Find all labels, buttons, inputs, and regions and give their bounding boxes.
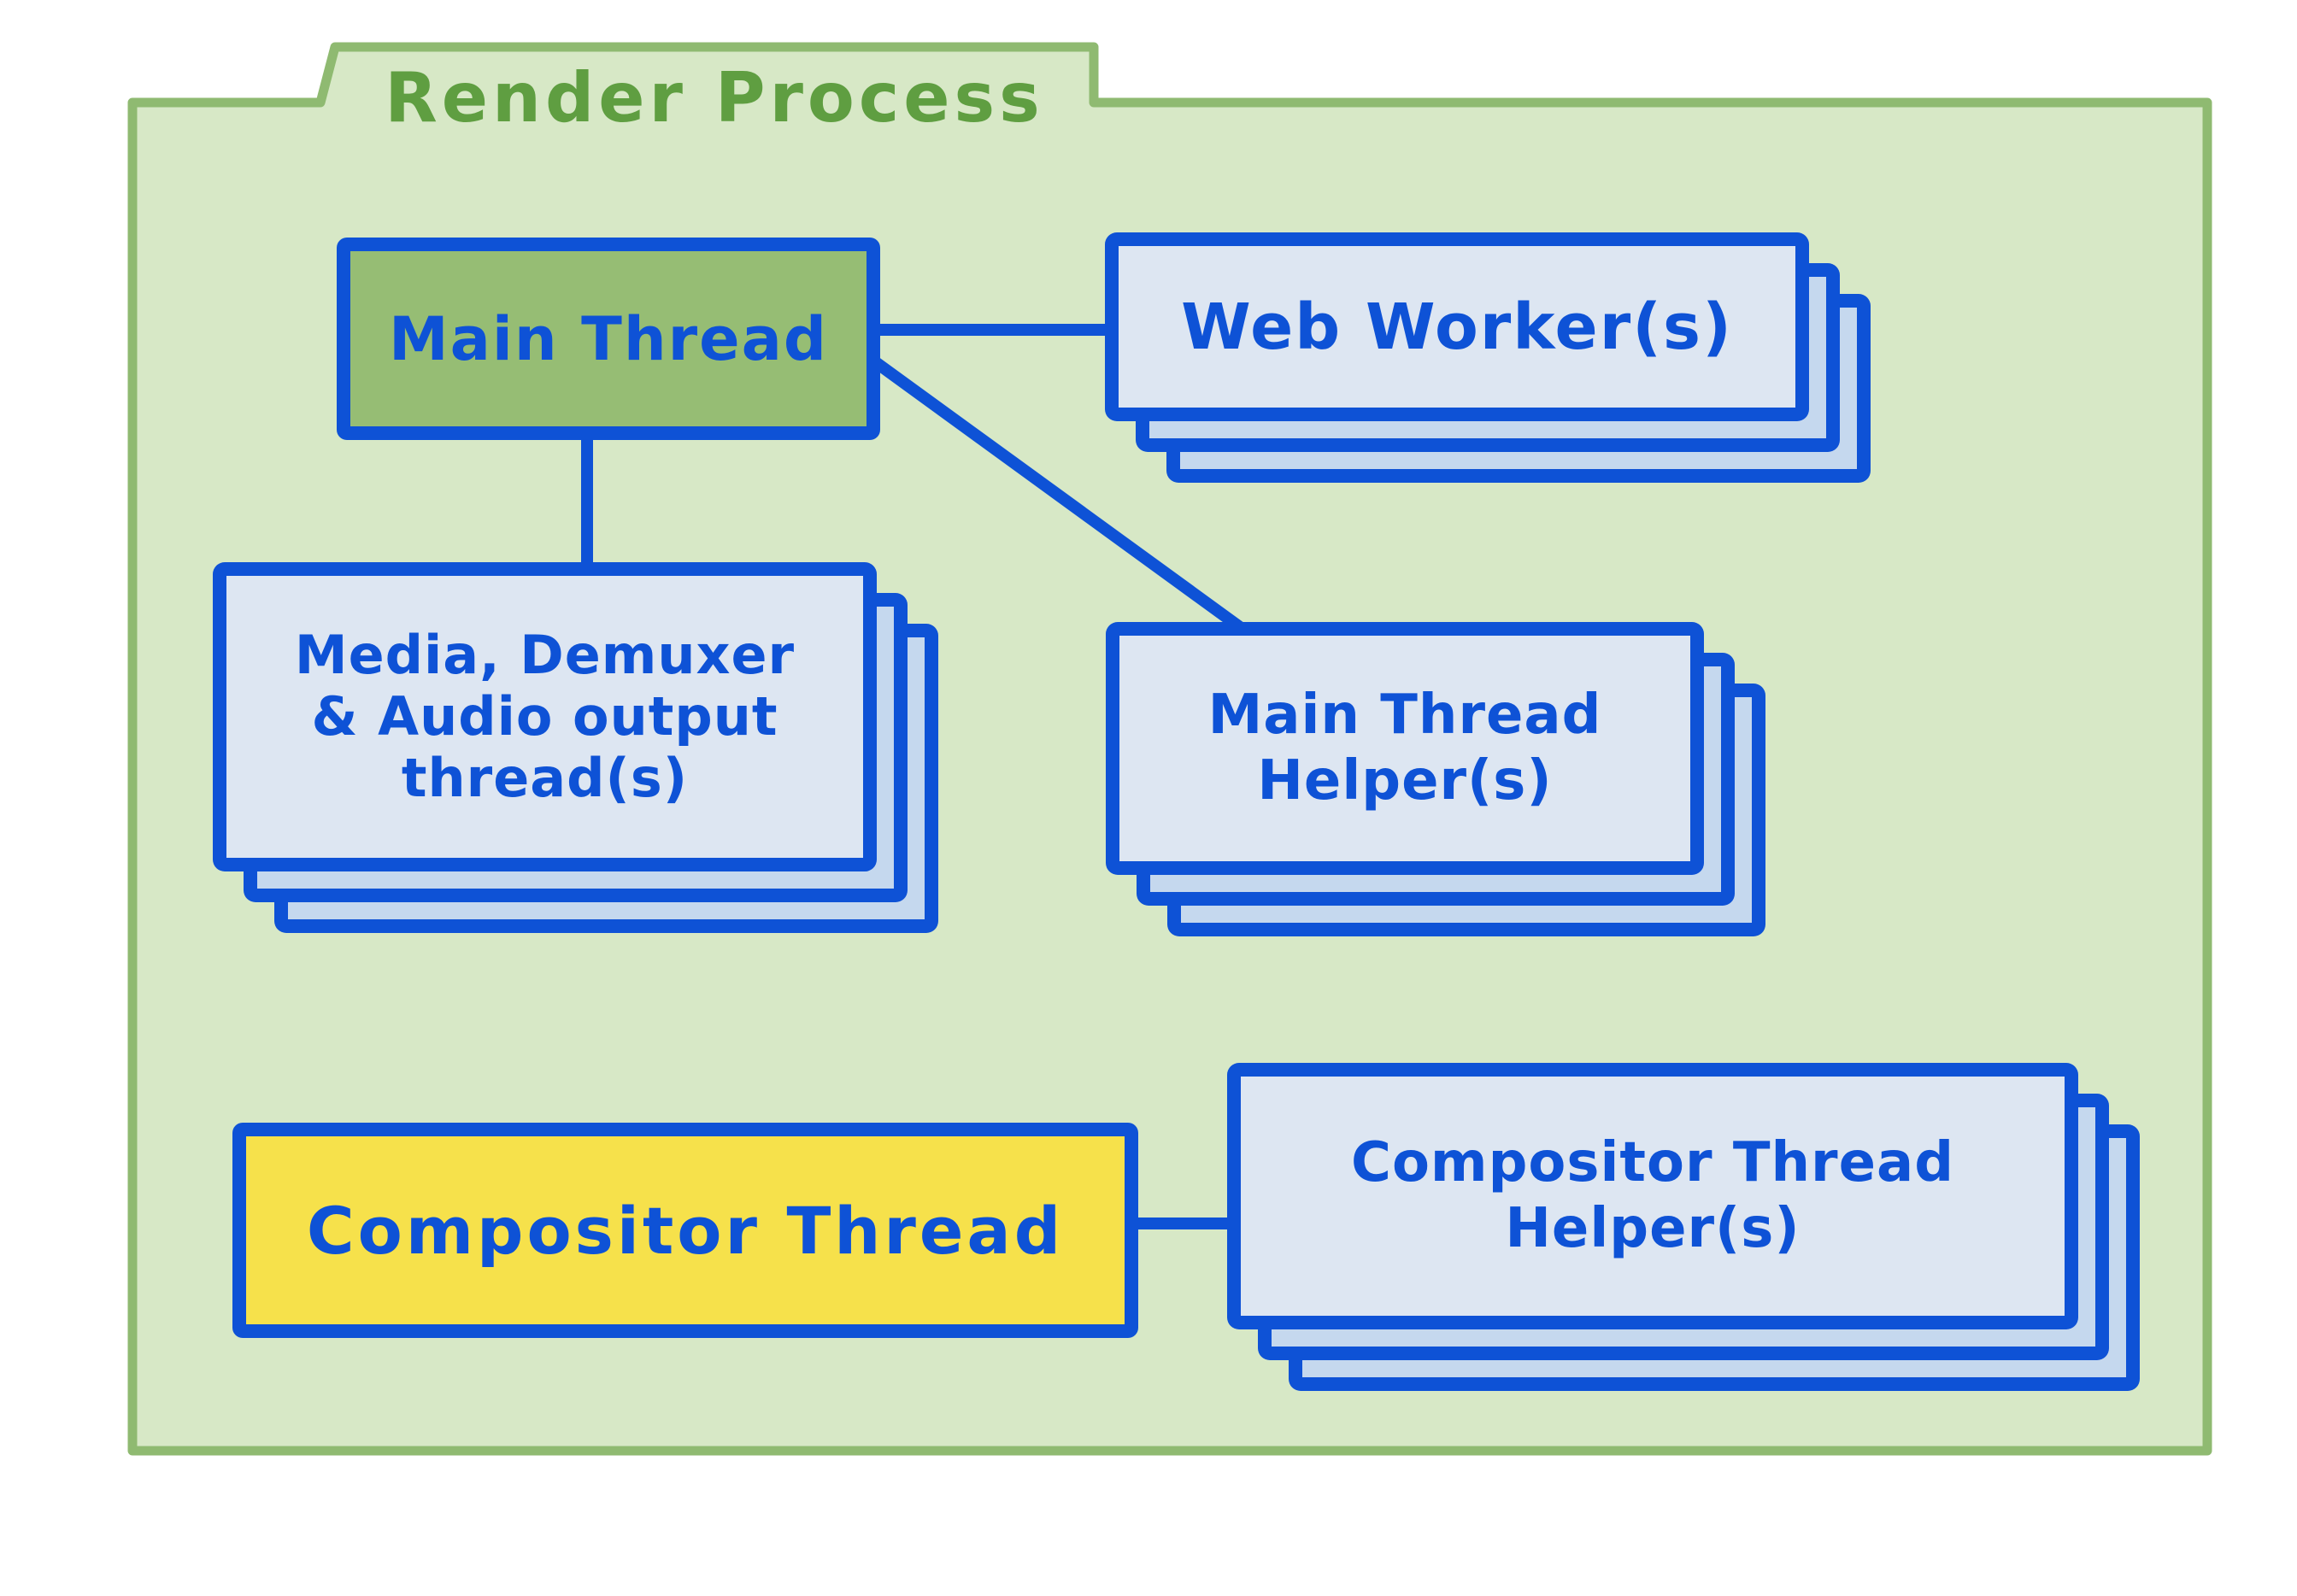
media-threads-label-line2: & Audio output	[311, 685, 778, 748]
compositor-helpers-label-line2: Helper(s)	[1505, 1197, 1801, 1260]
compositor-helpers-stack: Compositor Thread Helper(s)	[1227, 1063, 2146, 1396]
main-thread-helpers-label-line1: Main Thread	[1207, 684, 1602, 748]
media-threads-label-line1: Media, Demuxer	[294, 624, 796, 687]
media-threads-card: Media, Demuxer & Audio output thread(s)	[213, 562, 877, 871]
main-thread-helpers-stack: Main Thread Helper(s)	[1106, 622, 1772, 942]
main-thread-helpers-card: Main Thread Helper(s)	[1106, 622, 1704, 875]
compositor-thread-label: Compositor Thread	[306, 1192, 1065, 1269]
web-workers-card: Web Worker(s)	[1105, 232, 1809, 421]
main-thread-label: Main Thread	[388, 303, 829, 374]
main-thread-box: Main Thread	[337, 238, 880, 440]
web-workers-stack: Web Worker(s)	[1105, 232, 1874, 489]
media-threads-stack: Media, Demuxer & Audio output thread(s)	[213, 562, 948, 938]
media-threads-label-line3: thread(s)	[401, 746, 689, 809]
connector-main-thread-main-thread-helpers	[869, 355, 1254, 639]
web-workers-label: Web Worker(s)	[1181, 290, 1733, 364]
main-thread-helpers-label-line2: Helper(s)	[1257, 749, 1553, 813]
compositor-helpers-label-line1: Compositor Thread	[1350, 1131, 1955, 1195]
folder-tab-title: Render Process	[385, 57, 1044, 138]
compositor-helpers-card: Compositor Thread Helper(s)	[1227, 1063, 2078, 1329]
compositor-thread-box: Compositor Thread	[232, 1123, 1138, 1338]
